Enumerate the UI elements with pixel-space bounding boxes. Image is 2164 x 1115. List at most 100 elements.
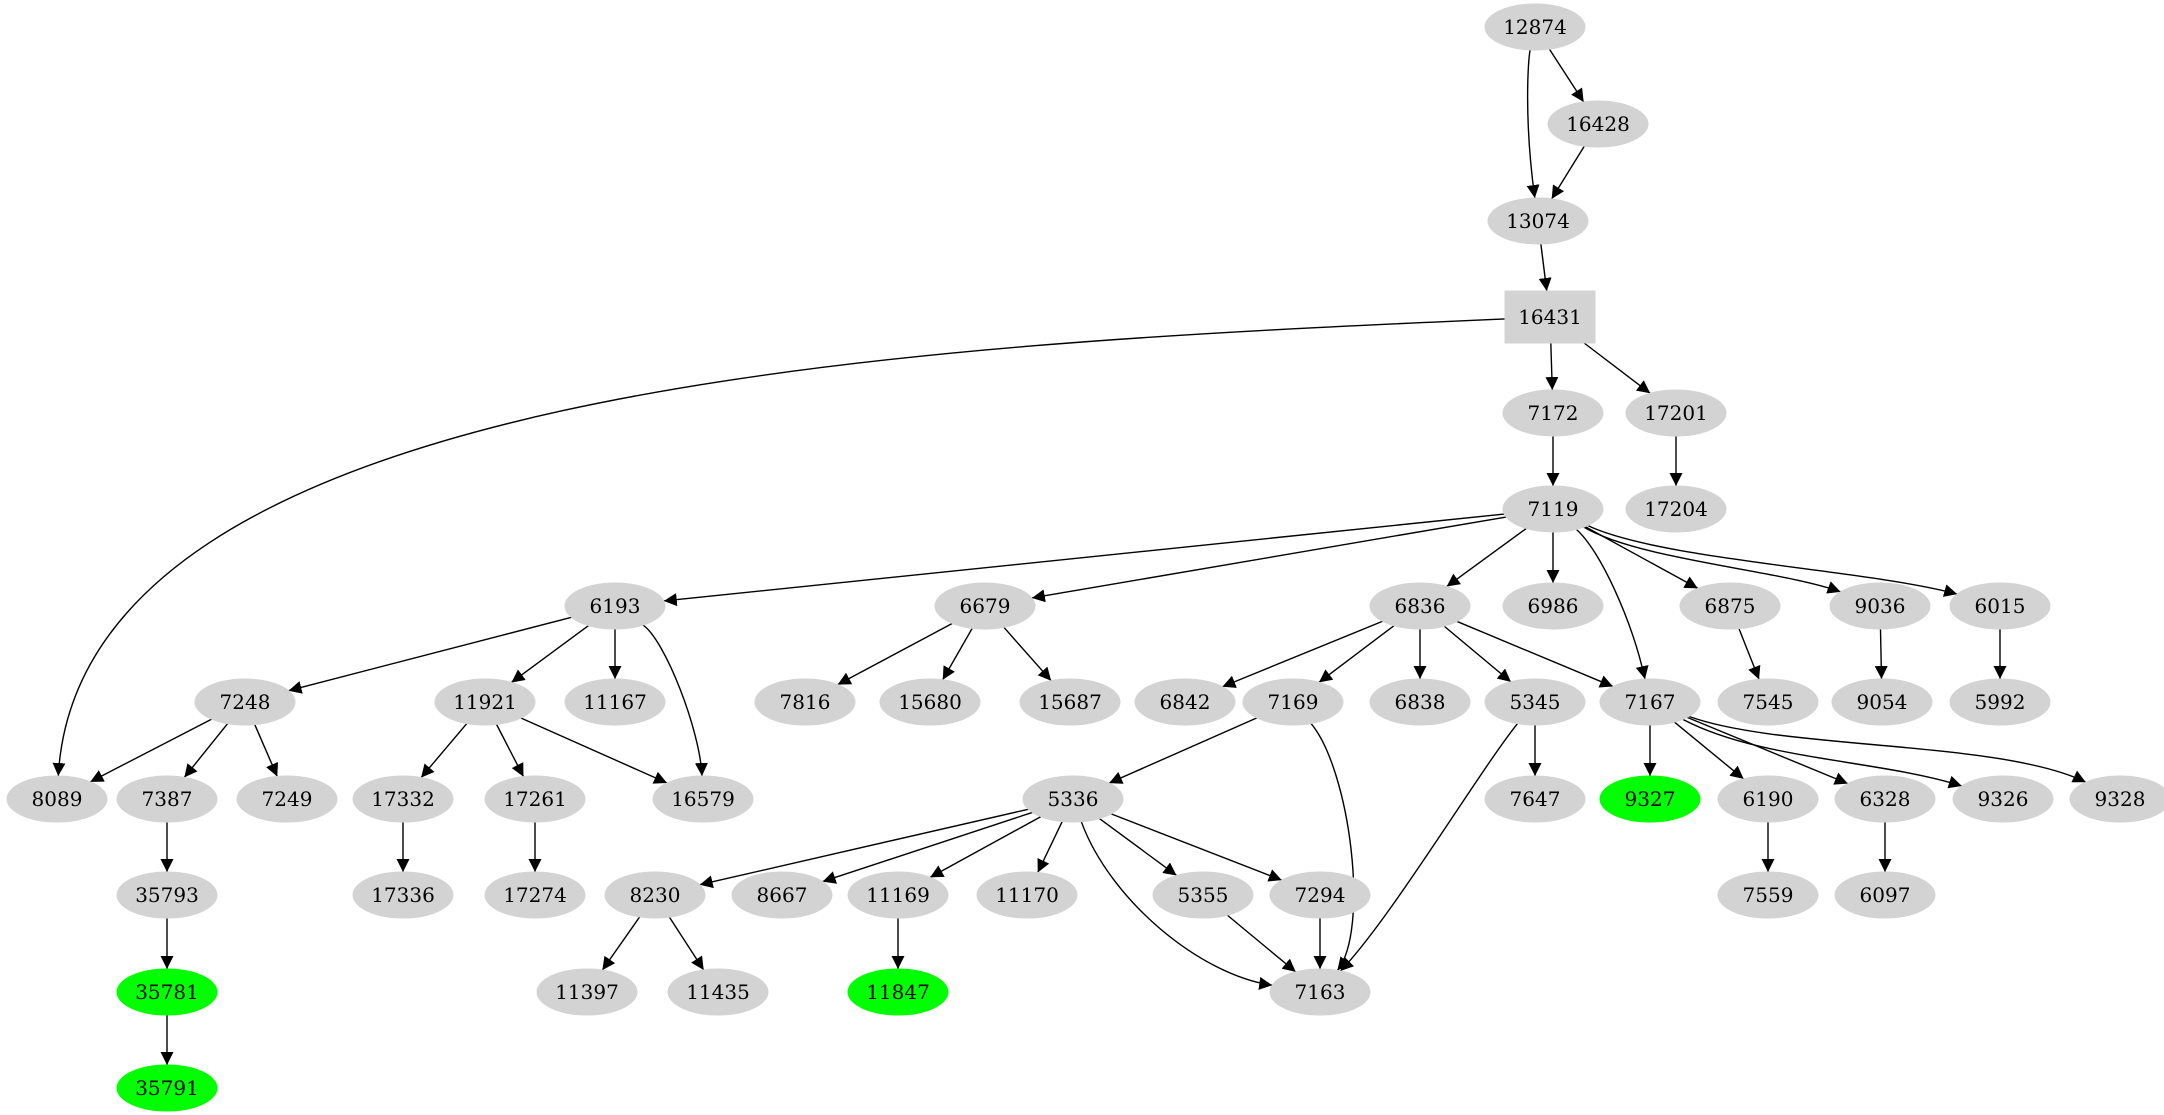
node-shape-17261: [484, 775, 586, 823]
node-label-8667: 8667: [757, 883, 808, 907]
edge-11921-to-17332: [420, 722, 468, 779]
edge-5336-to-5355: [1099, 817, 1177, 877]
node-shape-7172: [1502, 389, 1604, 437]
node-label-7249: 7249: [262, 787, 313, 811]
edge-16431-to-17201: [1583, 342, 1651, 394]
node-shape-5992: [1949, 678, 2051, 726]
node-label-17201: 17201: [1644, 401, 1708, 425]
node-label-9328: 9328: [2095, 787, 2146, 811]
edge-12874-to-13074: [1526, 49, 1540, 199]
node-label-35781: 35781: [135, 980, 199, 1004]
node-6679: 6679: [934, 582, 1036, 630]
node-label-5355: 5355: [1178, 883, 1229, 907]
edge-7167-to-6190: [1673, 721, 1745, 780]
edge-16428-to-13074: [1551, 145, 1585, 200]
node-label-15687: 15687: [1038, 690, 1102, 714]
node-15680: 15680: [879, 678, 981, 726]
node-label-6875: 6875: [1705, 594, 1756, 618]
node-label-16579: 16579: [671, 787, 735, 811]
node-label-7647: 7647: [1510, 787, 1561, 811]
node-shape-6838: [1369, 678, 1471, 726]
node-label-11397: 11397: [555, 980, 619, 1004]
node-shape-11921: [434, 678, 536, 726]
edge-5336-to-11169: [929, 816, 1042, 878]
node-shape-7163: [1269, 968, 1371, 1016]
node-label-11847: 11847: [866, 980, 930, 1004]
node-35791: 35791: [116, 1064, 218, 1112]
node-8230: 8230: [604, 871, 706, 919]
node-6838: 6838: [1369, 678, 1471, 726]
node-shape-15687: [1019, 678, 1121, 726]
node-9054: 9054: [1831, 678, 1933, 726]
node-label-11921: 11921: [453, 690, 517, 714]
node-7249: 7249: [236, 775, 338, 823]
node-8667: 8667: [731, 871, 833, 919]
node-label-11167: 11167: [583, 690, 647, 714]
node-label-7248: 7248: [220, 690, 271, 714]
node-7169: 7169: [1242, 678, 1344, 726]
edge-6193-to-7248: [288, 616, 572, 694]
node-label-5992: 5992: [1975, 690, 2026, 714]
node-label-7816: 7816: [780, 690, 831, 714]
node-7167: 7167: [1599, 678, 1701, 726]
node-shape-7249: [236, 775, 338, 823]
node-13074: 13074: [1487, 197, 1589, 245]
node-shape-9054: [1831, 678, 1933, 726]
node-shape-7559: [1717, 871, 1819, 919]
edge-6193-to-16579: [642, 624, 708, 777]
node-label-6193: 6193: [590, 594, 641, 618]
node-shape-17332: [352, 775, 454, 823]
node-7119: 7119: [1502, 485, 1604, 533]
node-shape-16428: [1547, 100, 1649, 148]
node-label-6097: 6097: [1860, 883, 1911, 907]
edge-7119-to-6679: [1031, 516, 1507, 603]
node-6842: 6842: [1134, 678, 1236, 726]
node-shape-17204: [1625, 485, 1727, 533]
edge-5336-to-7294: [1110, 813, 1283, 882]
edge-6836-to-5345: [1443, 625, 1512, 683]
node-shape-8667: [731, 871, 833, 919]
node-shape-7294: [1269, 871, 1371, 919]
node-shape-8089: [6, 775, 108, 823]
node-17201: 17201: [1625, 389, 1727, 437]
node-15687: 15687: [1019, 678, 1121, 726]
edge-6836-to-7167: [1456, 620, 1614, 688]
edge-6193-to-11921: [511, 624, 589, 684]
edge-7167-to-6328: [1686, 716, 1849, 785]
node-label-6986: 6986: [1528, 594, 1579, 618]
node-label-7294: 7294: [1295, 883, 1346, 907]
node-shape-11170: [976, 871, 1078, 919]
node-label-17204: 17204: [1644, 497, 1708, 521]
node-label-11169: 11169: [866, 883, 930, 907]
node-label-5336: 5336: [1048, 787, 1099, 811]
node-label-6679: 6679: [960, 594, 1011, 618]
node-label-7163: 7163: [1295, 980, 1346, 1004]
node-label-8089: 8089: [32, 787, 83, 811]
edge-7167-to-9326: [1682, 718, 1963, 789]
node-shape-35791: [116, 1064, 218, 1112]
node-7545: 7545: [1717, 678, 1819, 726]
node-shape-7167: [1599, 678, 1701, 726]
node-label-7172: 7172: [1528, 401, 1579, 425]
node-shape-7647: [1484, 775, 1586, 823]
node-shape-6193: [564, 582, 666, 630]
edge-5336-to-11170: [1037, 821, 1063, 873]
node-9327: 9327: [1599, 775, 1701, 823]
node-shape-7119: [1502, 485, 1604, 533]
node-label-6836: 6836: [1395, 594, 1446, 618]
node-7294: 7294: [1269, 871, 1371, 919]
edge-7248-to-8089: [89, 718, 213, 783]
node-9326: 9326: [1952, 775, 2054, 823]
edge-8230-to-11435: [668, 916, 705, 971]
node-11921: 11921: [434, 678, 536, 726]
node-label-17336: 17336: [371, 883, 435, 907]
edge-7119-to-6015: [1587, 524, 1958, 597]
node-16428: 16428: [1547, 100, 1649, 148]
node-8089: 8089: [6, 775, 108, 823]
node-label-35791: 35791: [135, 1076, 199, 1100]
node-shape-8230: [604, 871, 706, 919]
node-11397: 11397: [536, 968, 638, 1016]
node-7816: 7816: [754, 678, 856, 726]
node-shape-7248: [194, 678, 296, 726]
